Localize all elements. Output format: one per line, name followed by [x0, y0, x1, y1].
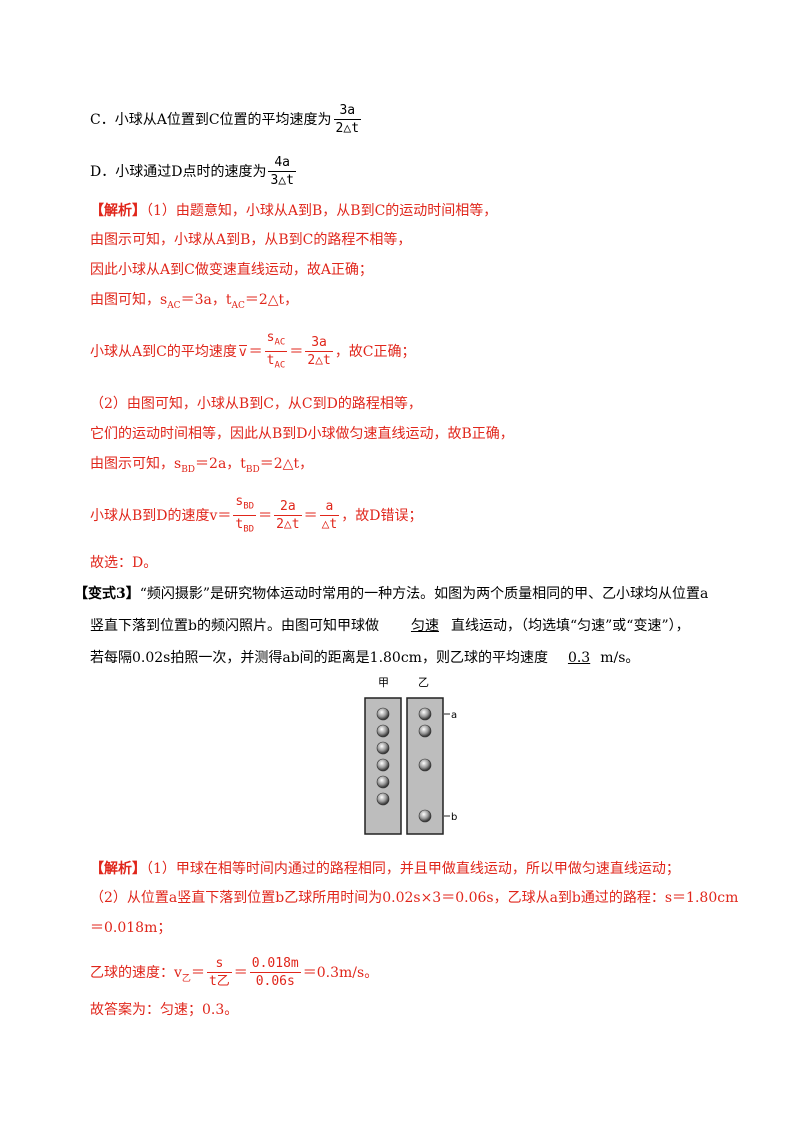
answer-blank: 0.3: [567, 650, 591, 666]
label-yi: 乙: [418, 676, 429, 689]
label-a: a: [451, 710, 457, 721]
label-b: b: [451, 812, 457, 823]
answer-blank: 匀速: [410, 618, 439, 634]
jia-ball: [376, 707, 390, 721]
jia-ball: [376, 724, 390, 738]
jia-ball: [376, 741, 390, 755]
yi-ball: [418, 724, 432, 738]
variant-tag: 【变式3】: [74, 586, 140, 602]
strobe-photo-figure: 甲 乙 a b: [360, 674, 470, 850]
analysis-line: 因此小球从A到C做变速直线运动，故A正确；: [90, 262, 373, 278]
analysis-line: 由图可知，sAC＝3a，tAC＝2△t，: [90, 292, 299, 311]
analysis-line: 【解析】（1）甲球在相等时间内通过的路程相同，并且甲做直线运动，所以甲做匀速直线…: [90, 861, 680, 877]
variant-line: 【变式3】“频闪摄影”是研究物体运动时常用的一种方法。如图为两个质量相同的甲、乙…: [74, 586, 709, 602]
option-c-text: C．小球从A位置到C位置的平均速度为: [90, 112, 332, 128]
jia-ball: [376, 775, 390, 789]
analysis-line: 它们的运动时间相等，因此从B到D小球做匀速直线运动，故B正确，: [90, 426, 514, 442]
analysis-line: 【解析】（1）由题意知，小球从A到B，从B到C的运动时间相等，: [90, 203, 498, 219]
v-bar: v: [238, 344, 247, 360]
analysis-line: 由图示可知，小球从A到B，从B到C的路程不相等，: [90, 232, 412, 248]
strobe-photo: 甲 乙 a b: [364, 676, 457, 835]
jia-ball: [376, 792, 390, 806]
analysis-line: 故选：D。: [90, 555, 158, 571]
yi-ball: [418, 758, 432, 772]
yi-ball: [418, 707, 432, 721]
fraction: a△t: [319, 499, 340, 533]
analysis-line: （2）从位置a竖直下落到位置b乙球所用时间为0.02s×3＝0.06s，乙球从a…: [90, 890, 739, 906]
yi-ball: [418, 809, 432, 823]
analysis-line: （2）由图可知，小球从B到C，从C到D的路程相等，: [90, 396, 422, 412]
jia-ball: [376, 758, 390, 772]
analysis-line: 由图示可知，sBD＝2a，tBD＝2△t，: [90, 456, 314, 475]
analysis-tag: 【解析】: [90, 203, 146, 219]
variant-line: 竖直下落到位置b的频闪照片。由图可知甲球做匀速直线运动，（均选填“匀速”或“变速…: [90, 618, 690, 634]
label-jia: 甲: [378, 676, 389, 689]
option-d-text: D．小球通过D点时的速度为: [90, 164, 267, 180]
analysis-line: ＝0.018m；: [90, 920, 172, 936]
analysis-line: 故答案为：匀速；0.3。: [90, 1002, 239, 1018]
analysis-tag: 【解析】: [90, 861, 146, 877]
